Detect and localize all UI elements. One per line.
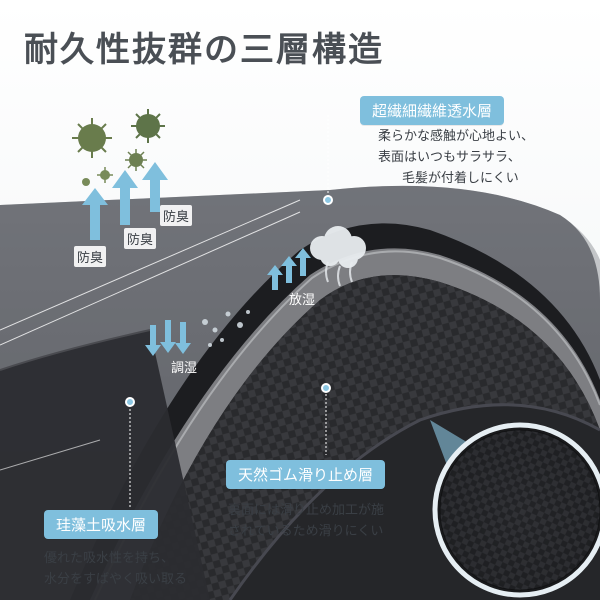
label-deodorize: 防臭 [124,228,157,249]
label-deodorize: 防臭 [74,246,107,267]
layer-badge-middle: 珪藻土吸水層 [44,510,159,539]
label-regulate-moisture: 調湿 [171,361,198,376]
rubber-texture-zoom [430,420,600,598]
layer-badge-top: 超繊細繊維透水層 [360,96,505,125]
down-arrow-icon [145,320,191,356]
layer-badge-bottom: 天然ゴム滑り止め層 [226,460,386,489]
layer-desc-bottom: 裏面には滑り止め加工が施 されているため滑りにくい [228,500,384,542]
layer-desc-top-line: 柔らかな感触が心地よい、 [378,129,535,144]
layer-desc-middle-line: 優れた吸水性を持ち、 [44,551,175,566]
cloud-icon [310,226,366,268]
layer-desc-middle-line: 水分をすばやく吸い取る [44,572,188,587]
layer-desc-bottom-line: されているため滑りにくい [228,524,384,539]
layer-desc-bottom-line: 裏面には滑り止め加工が施 [228,503,385,518]
up-arrow-icon [82,162,168,240]
page-title: 耐久性抜群の三層構造 [24,30,384,70]
layer-desc-top-line: 表面はいつもサラサラ、 [378,150,521,165]
water-drops-icon [202,310,250,347]
label-deodorize: 防臭 [160,205,193,226]
up-arrow-icon [267,248,311,290]
bacteria-icon [72,109,165,186]
layer-desc-top-line: 毛髪が付着しにくい [402,171,519,186]
layer-desc-top: 柔らかな感触が心地よい、 表面はいつもサラサラ、 毛髪が付着しにくい [378,126,534,189]
layer-desc-middle: 優れた吸水性を持ち、 水分をすばやく吸い取る [44,548,187,590]
label-release-moisture: 放湿 [289,293,316,308]
